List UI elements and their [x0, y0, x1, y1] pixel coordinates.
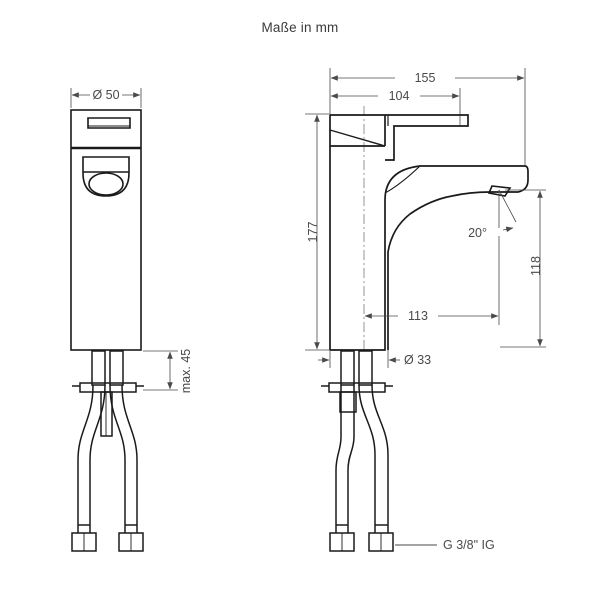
side-body-and-spout	[329, 114, 529, 351]
dim-label-front-width: Ø 50	[92, 88, 119, 102]
dim-spout-reach: 104	[330, 88, 461, 125]
dim-label-body-to-aerator: 113	[408, 309, 428, 323]
side-mounting-shank	[321, 350, 393, 413]
callout-connection-thread: G 3/8" IG	[395, 538, 495, 552]
front-view-group: Ø 50 max. 45	[70, 88, 193, 552]
dim-label-spout-height: 118	[529, 256, 543, 276]
front-supply-hoses	[71, 384, 144, 552]
dim-body-diameter: Ø 33	[318, 350, 431, 368]
dim-label-max-mount: max. 45	[179, 349, 193, 394]
dim-total-reach: 155	[329, 68, 526, 165]
side-lever-handle	[385, 114, 469, 161]
dim-front-width: Ø 50	[70, 88, 142, 108]
dim-label-total-height: 177	[306, 222, 320, 243]
dim-label-spout-angle: 20°	[468, 226, 487, 240]
side-aerator-tip	[487, 185, 512, 197]
front-body	[70, 109, 142, 351]
page-title: Maße in mm	[261, 20, 339, 35]
dim-total-height: 177	[305, 113, 332, 351]
front-mounting-shank	[72, 350, 144, 437]
dim-label-total-reach: 155	[415, 71, 436, 85]
dim-label-body-diameter: Ø 33	[404, 353, 431, 367]
dim-max-mount-thickness: max. 45	[143, 349, 193, 394]
side-view-group: 155 104 177	[305, 68, 546, 552]
side-supply-hoses	[329, 384, 394, 552]
dim-label-spout-reach: 104	[389, 89, 410, 103]
dim-body-to-aerator: 113	[364, 236, 500, 325]
dim-label-connection-thread: G 3/8" IG	[443, 538, 495, 552]
dim-spout-height: 118	[500, 189, 546, 348]
dim-spout-angle: 20°	[468, 189, 517, 240]
front-spout-outlet	[82, 156, 130, 197]
front-lever-handle	[87, 117, 131, 129]
